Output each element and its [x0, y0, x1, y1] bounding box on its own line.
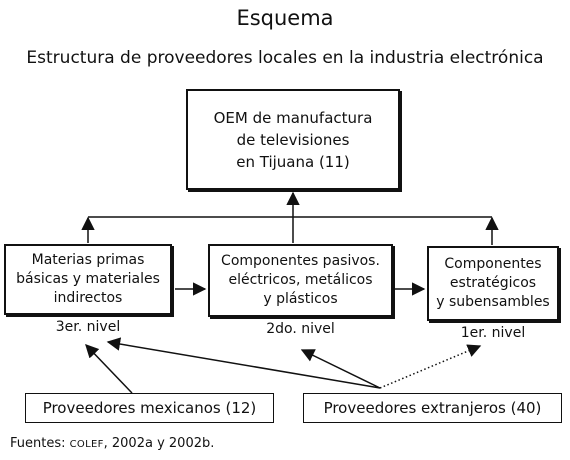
source-note: Fuentes: COLEF, 2002a y 2002b. — [10, 436, 214, 451]
pasivos-line-1: Componentes pasivos. — [221, 253, 380, 269]
pasivos-line-3: y plásticos — [263, 291, 338, 307]
componentes-pasivos-box: Componentes pasivos. eléctricos, metálic… — [208, 244, 393, 317]
diagram-label: Esquema — [236, 6, 334, 30]
oem-box: OEM de manufactura de televisiones en Ti… — [186, 89, 400, 190]
estrategicos-line-3: y subensambles — [436, 294, 550, 310]
pasivos-line-2: eléctricos, metálicos — [228, 272, 373, 288]
level-label-third: 3er. nivel — [55, 319, 121, 335]
proveedores-extranjeros-box: Proveedores extranjeros (40) — [303, 393, 562, 423]
source-org: COLEF — [69, 439, 104, 450]
proveedores-mexicanos-box: Proveedores mexicanos (12) — [25, 393, 274, 423]
estrategicos-line-1: Componentes — [444, 256, 542, 272]
arrow-extranjeros-to-pasivos — [300, 349, 381, 389]
estrategicos-line-2: estratégicos — [449, 275, 537, 291]
mexicanos-label: Proveedores mexicanos (12) — [42, 398, 257, 417]
arrow-extranjeros-to-estrategicos — [379, 344, 482, 389]
source-prefix: Fuentes: — [10, 436, 70, 451]
diagram-subtitle: Estructura de proveedores locales en la … — [26, 48, 544, 68]
level-label-first: 1er. nivel — [460, 325, 526, 341]
level-label-second: 2do. nivel — [266, 321, 335, 337]
extranjeros-label: Proveedores extranjeros (40) — [323, 398, 542, 417]
oem-line-2: de televisiones — [236, 130, 350, 149]
materias-line-1: Materias primas — [31, 252, 145, 268]
source-rest: , 2002a y 2002b. — [103, 436, 215, 451]
oem-line-1: OEM de manufactura — [213, 108, 373, 127]
componentes-estrategicos-box: Componentes estratégicos y subensambles — [427, 246, 559, 321]
materias-line-2: básicas y materiales — [16, 271, 160, 287]
arrow-mexicanos-to-materias — [85, 344, 133, 394]
materias-line-3: indirectos — [53, 290, 123, 306]
oem-line-3: en Tijuana (11) — [236, 152, 350, 171]
arrow-extranjeros-to-materias — [106, 337, 381, 389]
materias-primas-box: Materias primas básicas y materiales ind… — [4, 244, 172, 315]
